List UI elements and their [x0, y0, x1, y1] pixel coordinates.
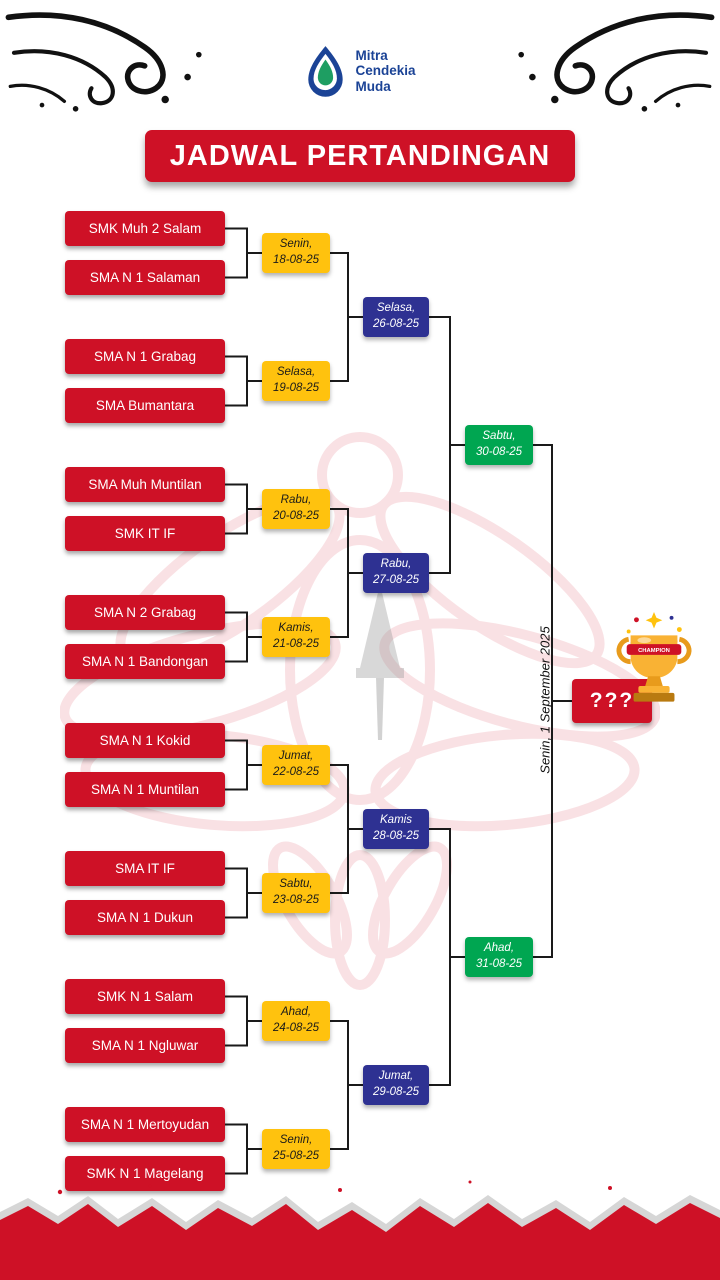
match-day: Rabu,	[280, 494, 312, 507]
match-date: 23-08-25	[272, 894, 320, 906]
team-box: SMK N 1 Salam	[65, 979, 225, 1014]
match-day: Kamis	[380, 814, 412, 827]
match-date-semifinal: Ahad, 31-08-25	[465, 937, 533, 977]
match-date: 27-08-25	[372, 574, 420, 586]
team-box: SMK IT IF	[65, 516, 225, 551]
match-day: Jumat,	[278, 750, 314, 763]
match-date-round1: Jumat, 22-08-25	[262, 745, 330, 785]
logo-text: Mitra Cendekia Muda	[355, 48, 415, 93]
page-title: JADWAL PERTANDINGAN	[145, 130, 575, 182]
match-day: Senin,	[279, 238, 313, 251]
team-box: SMA N 1 Grabag	[65, 339, 225, 374]
flourish-right-icon	[518, 12, 715, 112]
match-day: Sabtu,	[279, 878, 313, 891]
match-day: Kamis,	[278, 622, 314, 635]
match-date-round1: Rabu, 20-08-25	[262, 489, 330, 529]
team-box: SMA Muh Muntilan	[65, 467, 225, 502]
match-date-round1: Senin, 18-08-25	[262, 233, 330, 273]
match-day: Ahad,	[483, 942, 515, 955]
match-date-round1: Ahad, 24-08-25	[262, 1001, 330, 1041]
match-date: 28-08-25	[372, 830, 420, 842]
logo: Mitra Cendekia Muda	[304, 44, 416, 98]
match-date: 29-08-25	[372, 1086, 420, 1098]
match-date-round1: Sabtu, 23-08-25	[262, 873, 330, 913]
final-date-label: Senin, 1 September 2025	[537, 626, 553, 774]
team-box: SMA N 1 Muntilan	[65, 772, 225, 807]
match-date-round1: Kamis, 21-08-25	[262, 617, 330, 657]
match-date: 26-08-25	[372, 318, 420, 330]
match-date: 31-08-25	[475, 958, 523, 970]
monument-watermark	[356, 584, 404, 740]
match-date: 24-08-25	[272, 1022, 320, 1034]
torn-paper-edge	[0, 1180, 720, 1280]
match-date-quarterfinal: Jumat, 29-08-25	[363, 1065, 429, 1105]
match-date-quarterfinal: Selasa, 26-08-25	[363, 297, 429, 337]
logo-icon	[308, 46, 343, 97]
team-box: SMA IT IF	[65, 851, 225, 886]
team-box: SMA N 1 Bandongan	[65, 644, 225, 679]
match-day: Senin,	[279, 1134, 313, 1147]
team-box: SMA N 1 Dukun	[65, 900, 225, 935]
team-box: SMA Bumantara	[65, 388, 225, 423]
team-box: SMK N 1 Magelang	[65, 1156, 225, 1191]
logo-text-line2: Cendekia	[355, 63, 416, 79]
logo-text-line3: Muda	[355, 78, 391, 94]
match-day: Sabtu,	[482, 430, 516, 443]
team-box: SMA N 2 Grabag	[65, 595, 225, 630]
match-day: Ahad,	[280, 1006, 312, 1019]
match-date: 30-08-25	[475, 446, 523, 458]
team-box: SMA N 1 Ngluwar	[65, 1028, 225, 1063]
match-day: Selasa,	[276, 366, 316, 379]
trophy-icon: CHAMPION	[616, 611, 692, 702]
match-date-quarterfinal: Rabu, 27-08-25	[363, 553, 429, 593]
match-day: Selasa,	[376, 302, 416, 315]
match-date: 22-08-25	[272, 766, 320, 778]
logo-text-line1: Mitra	[355, 48, 388, 64]
team-box: SMK Muh 2 Salam	[65, 211, 225, 246]
team-box: SMA N 1 Salaman	[65, 260, 225, 295]
flourish-left-icon	[5, 12, 202, 112]
team-box: SMA N 1 Mertoyudan	[65, 1107, 225, 1142]
match-date: 25-08-25	[272, 1150, 320, 1162]
team-box: SMA N 1 Kokid	[65, 723, 225, 758]
match-day: Jumat,	[378, 1070, 414, 1083]
match-date-round1: Selasa, 19-08-25	[262, 361, 330, 401]
match-date: 19-08-25	[272, 382, 320, 394]
match-date-round1: Senin, 25-08-25	[262, 1129, 330, 1169]
trophy-banner-text: CHAMPION	[638, 648, 670, 654]
match-date: 20-08-25	[272, 510, 320, 522]
match-day: Rabu,	[380, 558, 412, 571]
match-date-quarterfinal: Kamis 28-08-25	[363, 809, 429, 849]
match-date: 18-08-25	[272, 254, 320, 266]
match-date: 21-08-25	[272, 638, 320, 650]
match-date-semifinal: Sabtu, 30-08-25	[465, 425, 533, 465]
